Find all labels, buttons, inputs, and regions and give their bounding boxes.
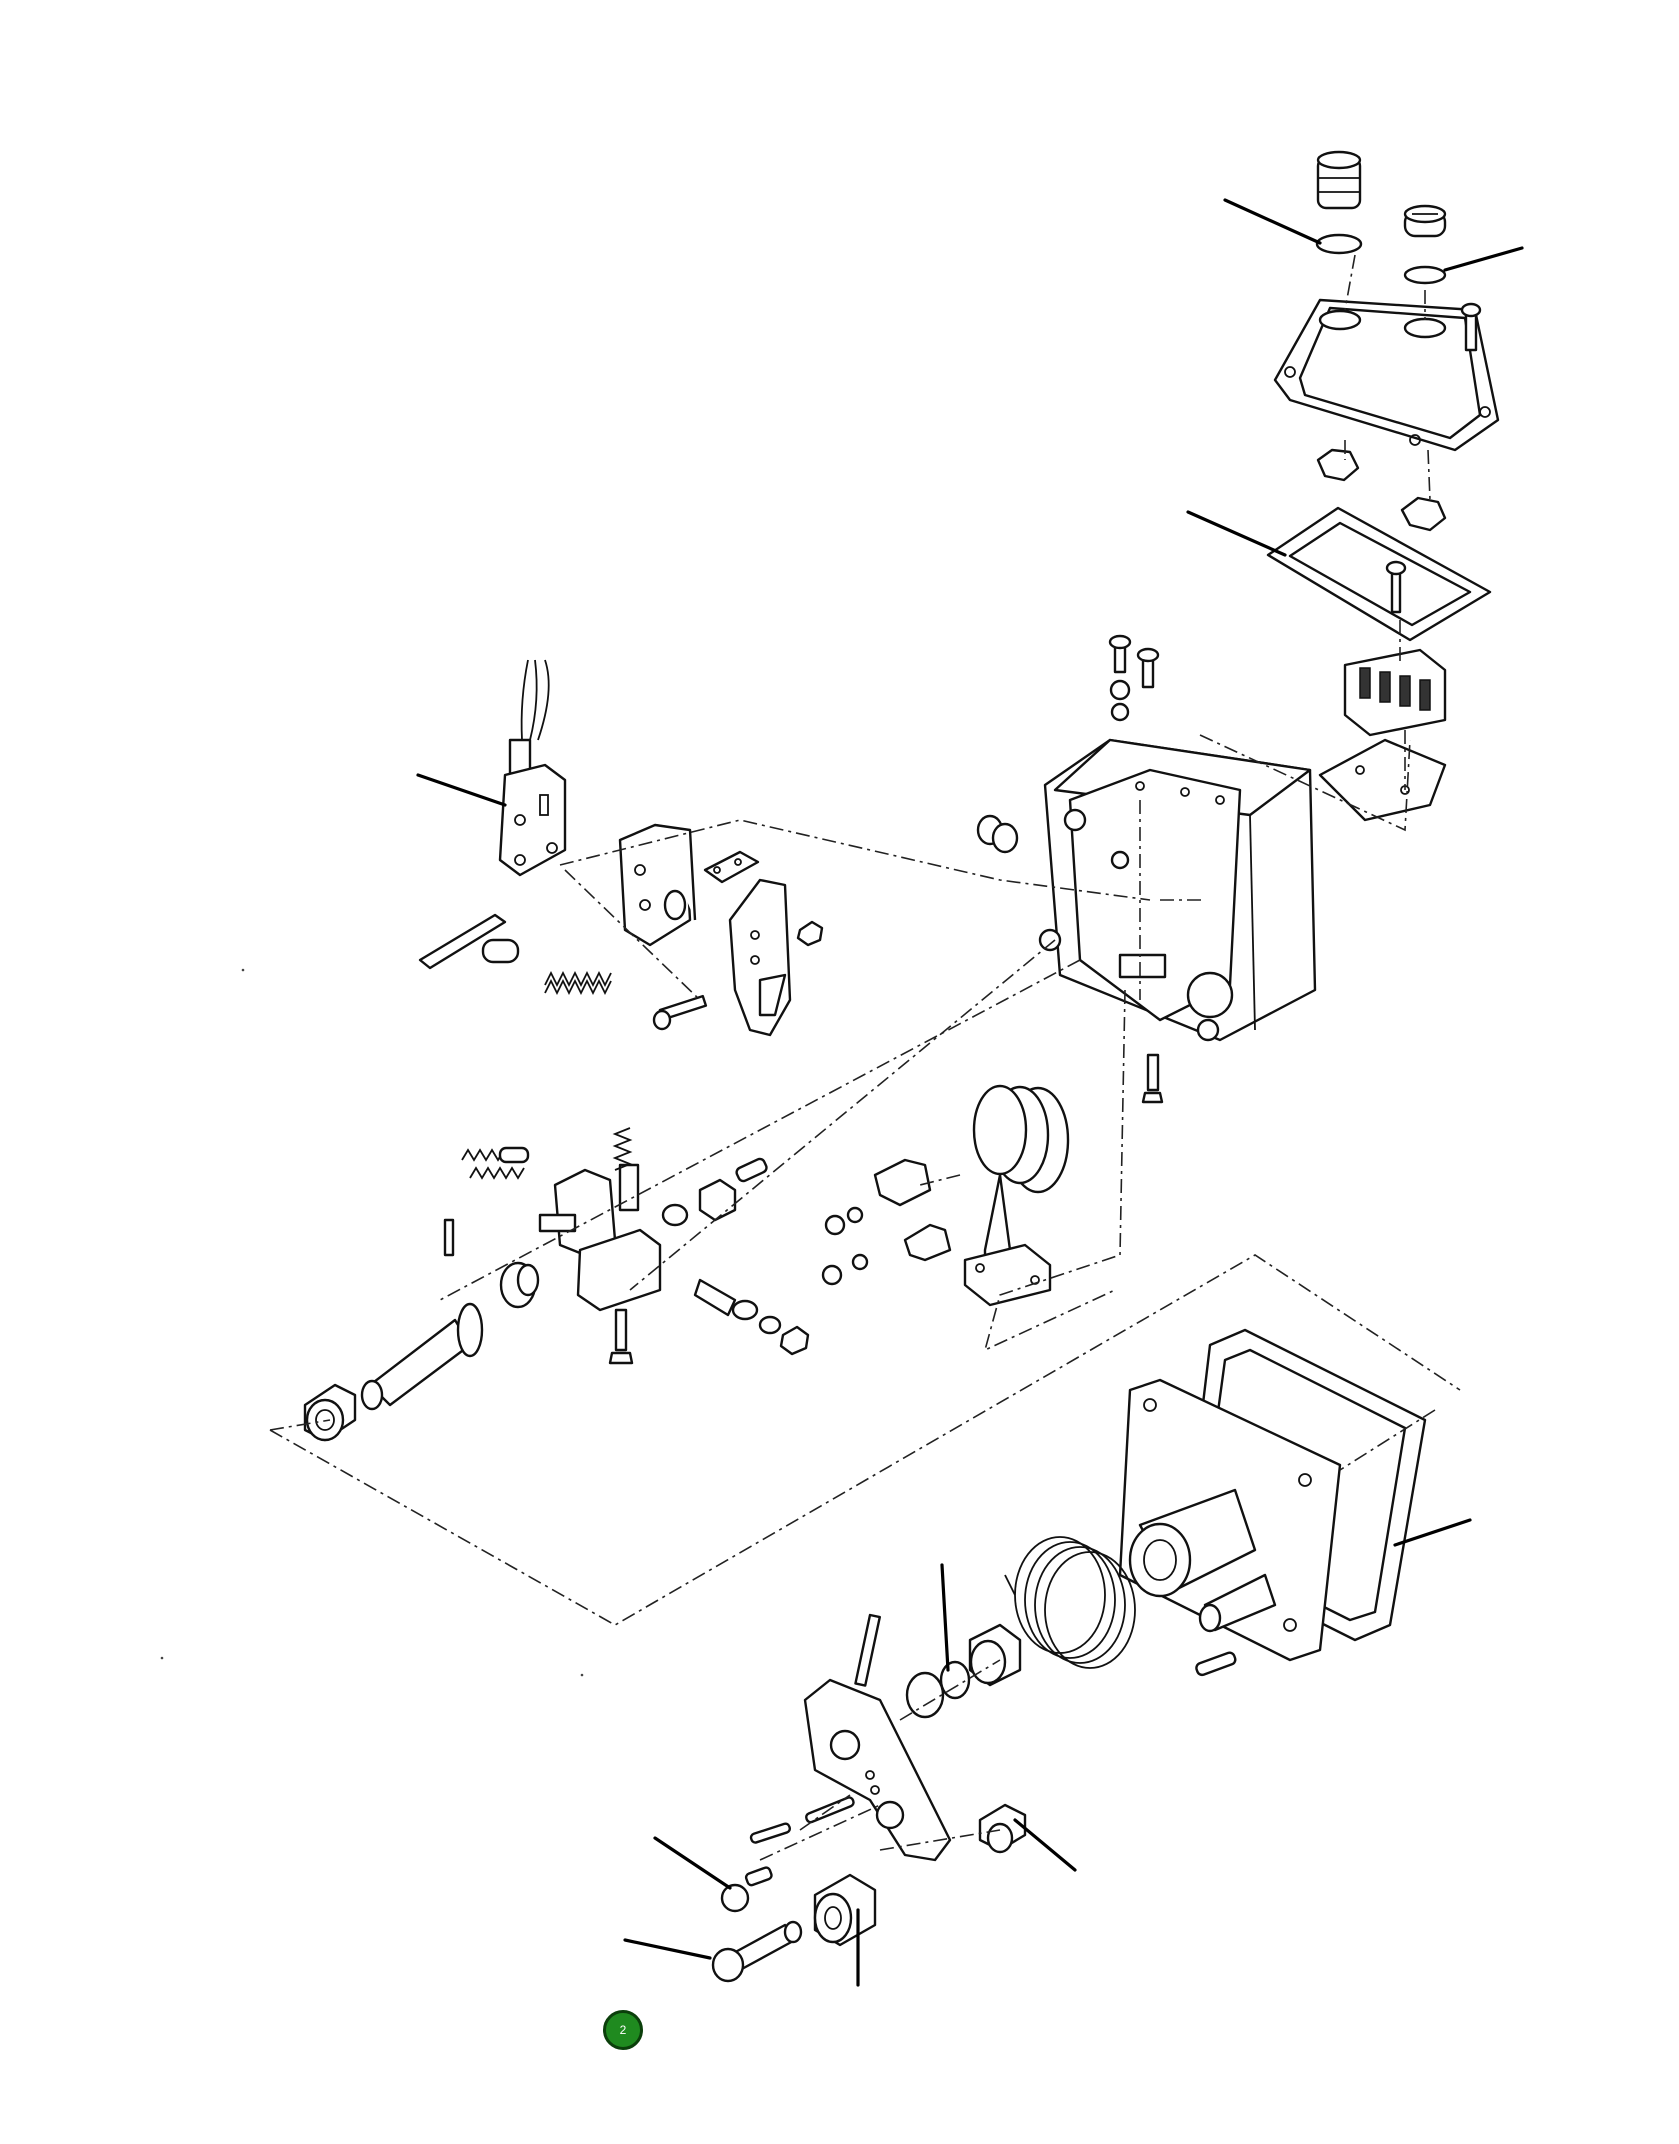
cover xyxy=(1273,298,1500,452)
actuator-lever xyxy=(728,878,792,1037)
spring-bush xyxy=(968,1623,1022,1687)
assembly-lines xyxy=(269,254,1461,1861)
stud xyxy=(711,1920,803,1983)
circlip xyxy=(939,1660,971,1700)
switch-bracket xyxy=(618,823,697,947)
shaft xyxy=(360,1218,540,1411)
flange-hub xyxy=(1128,1488,1277,1677)
nut-left xyxy=(1316,448,1360,482)
cable-gland-elbow xyxy=(963,1084,1070,1307)
torsion-spring xyxy=(1004,1536,1136,1669)
crank-screw xyxy=(720,1866,773,1913)
lever-nut xyxy=(796,920,824,947)
scan-dots xyxy=(160,968,584,1677)
cover-screw xyxy=(1460,302,1482,352)
vent-plug xyxy=(1315,150,1363,255)
small-plate xyxy=(703,850,760,884)
housing-screws xyxy=(1108,634,1164,1104)
cover-assembly xyxy=(1266,150,1500,822)
crank-arm xyxy=(803,1613,952,1862)
cam-block xyxy=(538,1127,662,1312)
page-number-badge[interactable]: 2 xyxy=(603,2010,643,2050)
screw-plug xyxy=(1403,204,1447,285)
microswitch xyxy=(498,659,567,877)
gasket-top xyxy=(1266,506,1492,642)
cam-springs xyxy=(461,1146,530,1180)
housing xyxy=(1038,738,1317,1042)
nut-right xyxy=(1400,496,1447,532)
switch-spring xyxy=(544,970,612,996)
cam-hardware xyxy=(608,1157,810,1365)
roller xyxy=(813,1873,877,1947)
switch-strip xyxy=(418,913,520,970)
clamp-parts xyxy=(821,1158,952,1286)
bearing-bush xyxy=(303,1383,357,1442)
lever-screw xyxy=(652,994,708,1031)
crank-nut xyxy=(978,1803,1027,1854)
washer xyxy=(905,1671,945,1719)
terminal-block xyxy=(1318,648,1447,822)
housing-bush xyxy=(976,814,1019,854)
leader-lines xyxy=(416,198,1524,1987)
